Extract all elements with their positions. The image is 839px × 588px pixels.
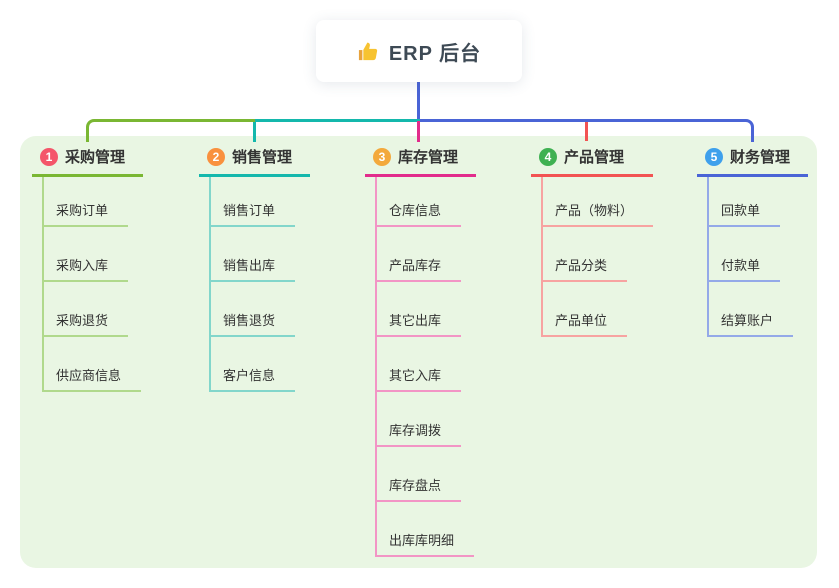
child-node-label[interactable]: 仓库信息	[375, 202, 462, 227]
child-node-row: 结算账户	[707, 282, 808, 337]
child-node-label[interactable]: 产品分类	[541, 257, 628, 282]
child-node-row: 出库库明细	[375, 502, 476, 557]
branch-title-label: 采购管理	[65, 149, 126, 166]
connector-horizontal-teal	[255, 119, 420, 122]
branch-number-badge: 2	[207, 147, 225, 166]
child-node-label[interactable]: 回款单	[707, 202, 781, 227]
child-node-row: 仓库信息	[375, 177, 476, 227]
child-node-row: 产品库存	[375, 227, 476, 282]
child-node-label[interactable]: 产品库存	[375, 257, 462, 282]
branch-children: 销售订单 销售出库 销售退货 客户信息	[209, 177, 310, 392]
child-node-row: 产品单位	[541, 282, 653, 337]
branch-number-badge: 4	[539, 147, 557, 166]
child-node-row: 客户信息	[209, 337, 310, 392]
child-node-row: 销售出库	[209, 227, 310, 282]
branch-title-node[interactable]: 1 采购管理	[32, 146, 143, 177]
child-node-row: 库存盘点	[375, 447, 476, 502]
child-node-label[interactable]: 其它入库	[375, 367, 462, 392]
child-node-label[interactable]: 其它出库	[375, 312, 462, 337]
child-node-row: 产品分类	[541, 227, 653, 282]
child-node-row: 采购订单	[42, 177, 143, 227]
child-node-row: 付款单	[707, 227, 808, 282]
child-node-label[interactable]: 采购订单	[42, 202, 129, 227]
branch-title-label: 销售管理	[232, 149, 293, 166]
child-node-label[interactable]: 销售退货	[209, 312, 296, 337]
child-node-label[interactable]: 客户信息	[209, 367, 296, 392]
branch-number-badge: 5	[705, 147, 723, 166]
connector-drop-branch3	[417, 121, 420, 142]
thumbs-up-icon	[358, 42, 377, 60]
branch-title-node[interactable]: 3 库存管理	[365, 146, 476, 177]
child-node-row: 销售退货	[209, 282, 310, 337]
child-node-label[interactable]: 产品单位	[541, 312, 628, 337]
branch-2: 2 销售管理 销售订单 销售出库 销售退货 客户信息	[199, 146, 310, 392]
connector-elbow-right	[420, 119, 754, 142]
mindmap-panel	[20, 136, 817, 568]
branch-title-node[interactable]: 2 销售管理	[199, 146, 310, 177]
child-node-row: 其它出库	[375, 282, 476, 337]
child-node-row: 销售订单	[209, 177, 310, 227]
child-node-label[interactable]: 出库库明细	[375, 532, 475, 557]
branch-children: 仓库信息 产品库存 其它出库 其它入库 库存调拨 库存盘点 出库库明细	[375, 177, 476, 557]
root-title: ERP 后台	[388, 42, 482, 65]
child-node-label[interactable]: 产品（物料）	[541, 202, 654, 227]
branch-number-badge: 1	[40, 147, 58, 166]
child-node-row: 回款单	[707, 177, 808, 227]
branch-children: 采购订单 采购入库 采购退货 供应商信息	[42, 177, 143, 392]
child-node-row: 其它入库	[375, 337, 476, 392]
root-node[interactable]: ERP 后台	[316, 20, 522, 82]
branch-title-node[interactable]: 4 产品管理	[531, 146, 654, 177]
connector-drop-branch2	[253, 122, 256, 142]
branch-title-label: 产品管理	[564, 149, 625, 166]
branch-title-node[interactable]: 5 财务管理	[697, 146, 808, 177]
branch-title-label: 财务管理	[730, 149, 791, 166]
branch-3: 3 库存管理 仓库信息 产品库存 其它出库 其它入库 库存调拨 库存盘点 出库库…	[365, 146, 476, 557]
child-node-row: 采购入库	[42, 227, 143, 282]
child-node-label[interactable]: 采购入库	[42, 257, 129, 282]
connector-elbow-left	[86, 119, 255, 142]
child-node-label[interactable]: 库存调拨	[375, 422, 462, 447]
child-node-label[interactable]: 付款单	[707, 257, 781, 282]
connector-drop-branch4	[585, 122, 588, 141]
branch-1: 1 采购管理 采购订单 采购入库 采购退货 供应商信息	[32, 146, 143, 392]
child-node-label[interactable]: 库存盘点	[375, 477, 462, 502]
child-node-label[interactable]: 供应商信息	[42, 367, 142, 392]
branch-number-badge: 3	[373, 147, 391, 166]
child-node-label[interactable]: 销售订单	[209, 202, 296, 227]
branch-children: 产品（物料） 产品分类 产品单位	[541, 177, 654, 337]
child-node-row: 采购退货	[42, 282, 143, 337]
child-node-row: 库存调拨	[375, 392, 476, 447]
branch-children: 回款单 付款单 结算账户	[707, 177, 808, 337]
branch-title-label: 库存管理	[398, 149, 459, 166]
child-node-label[interactable]: 结算账户	[707, 312, 794, 337]
child-node-label[interactable]: 销售出库	[209, 257, 296, 282]
branch-5: 5 财务管理 回款单 付款单 结算账户	[697, 146, 808, 337]
child-node-row: 产品（物料）	[541, 177, 654, 227]
child-node-row: 供应商信息	[42, 337, 143, 392]
connector-root-line	[417, 82, 420, 121]
branch-4: 4 产品管理 产品（物料） 产品分类 产品单位	[531, 146, 654, 337]
child-node-label[interactable]: 采购退货	[42, 312, 129, 337]
